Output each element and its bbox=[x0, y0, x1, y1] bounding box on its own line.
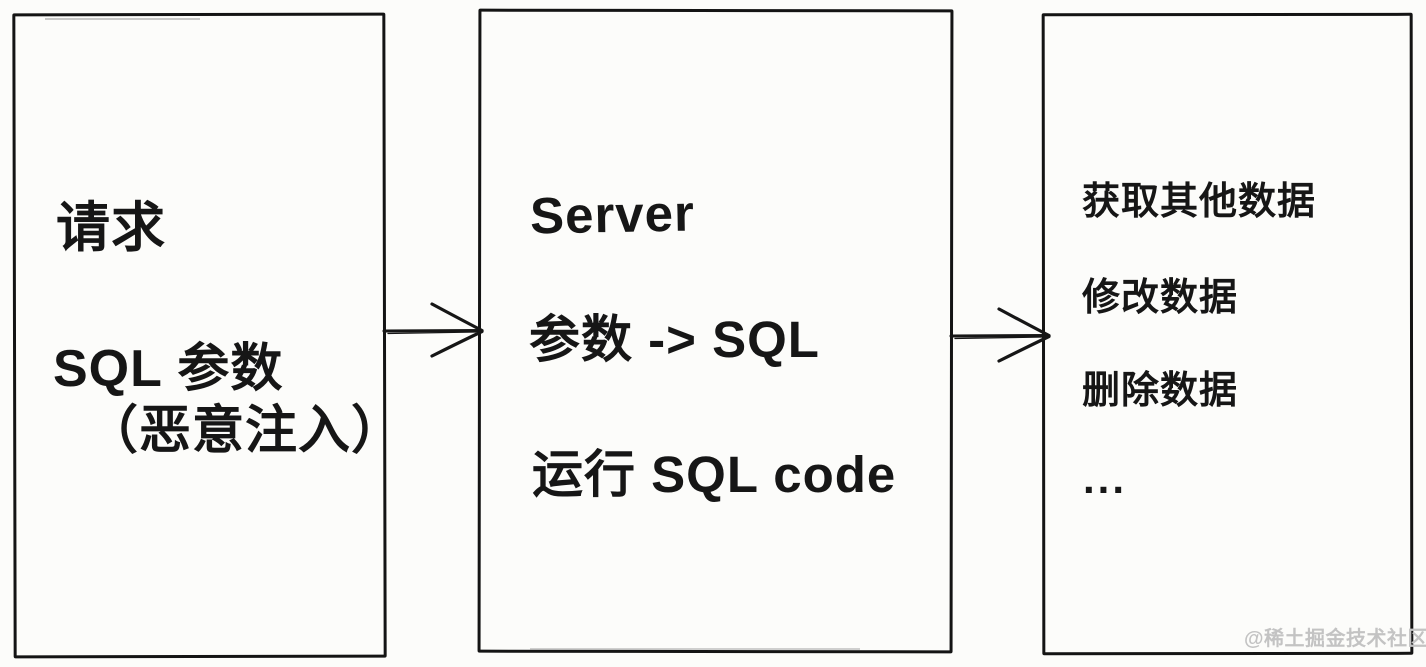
result-box-line: 删除数据 bbox=[1082, 370, 1239, 412]
right-arrow-icon bbox=[382, 302, 484, 358]
request-box-line: SQL 参数 bbox=[53, 340, 284, 398]
result-box bbox=[1041, 12, 1414, 656]
server-box-line: 参数 -> SQL bbox=[529, 311, 820, 368]
request-box-line: 请求 bbox=[56, 198, 166, 258]
watermark-text: @稀土掘金技术社区 bbox=[1244, 628, 1426, 650]
request-box bbox=[12, 12, 387, 659]
server-box-line: Server bbox=[529, 184, 696, 245]
result-box-line: ... bbox=[1083, 455, 1128, 502]
request-box-line: （恶意注入） bbox=[86, 402, 405, 460]
server-box-line: 运行 SQL code bbox=[532, 446, 897, 503]
result-box-line: 获取其他数据 bbox=[1082, 181, 1317, 223]
right-arrow-icon bbox=[949, 307, 1051, 363]
result-box-line: 修改数据 bbox=[1082, 277, 1239, 319]
